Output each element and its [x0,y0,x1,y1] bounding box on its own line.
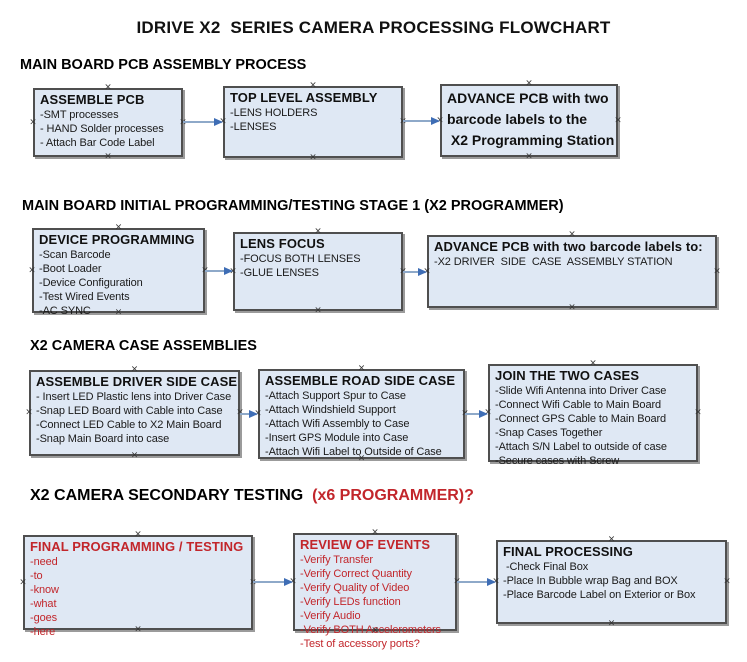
box-item: -Boot Loader [39,263,102,275]
box-item: -AC SYNC [39,305,91,317]
box-title: ADVANCE PCB with two barcode labels to: [434,239,703,254]
box-item: -Verify Correct Quantity [300,568,412,580]
box-item: -Attach Support Spur to Case [265,390,406,402]
box-title: TOP LEVEL ASSEMBLY [230,90,378,105]
flow-box: FINAL PROGRAMMING / TESTING -need -to -know… [23,535,253,638]
flow-box: TOP LEVEL ASSEMBLY -LENS HOLDERS -LENSES [223,86,403,158]
section-heading: X2 CAMERA SECONDARY TESTING (x6 PROGRAMM… [30,487,474,505]
connector-arrowhead-icon [224,266,233,275]
box-title: FINAL PROCESSING [503,544,633,559]
box-item: -Place Barcode Label on Exterior or Box [503,589,696,601]
box-item: -Verify BOTH Accelerometers [300,624,441,636]
box-item: -Connect GPS Cable to Main Board [495,413,667,425]
box-item: - HAND Solder processes [40,123,164,135]
flow-box: ADVANCE PCB with two barcode labels to th… [440,84,618,157]
box-item: - Attach Bar Code Label [40,137,155,149]
connector-arrowhead-icon [479,409,488,418]
connector-line [253,581,285,583]
box-item: -what [30,598,57,610]
section-heading: MAIN BOARD INITIAL PROGRAMMING/TESTING S… [22,198,564,214]
box-item: -Device Configuration [39,277,143,289]
flow-box: ASSEMBLE PCB -SMT processes - HAND Solder … [33,88,183,157]
box-item: -Slide Wifi Antenna into Driver Case [495,385,667,397]
flow-box: ASSEMBLE ROAD SIDE CASE -Attach Support S… [258,369,465,459]
box-item: -here [30,626,56,638]
box-item: -Verify Transfer [300,554,373,566]
connector-arrowhead-icon [418,267,427,276]
box-item: -LENS HOLDERS [230,107,318,119]
box-title: JOIN THE TWO CASES [495,368,640,383]
section-heading-part: MAIN BOARD PCB ASSEMBLY PROCESS [20,57,307,73]
box-item: -Snap Cases Together [495,427,603,439]
flow-box: LENS FOCUS -FOCUS BOTH LENSES -GLUE LENSES [233,232,403,311]
connector-line [240,413,250,415]
box-item: -to [30,570,43,582]
box-title: REVIEW OF EVENTS [300,537,431,552]
connector-line [403,271,419,273]
box-item: -Scan Barcode [39,249,111,261]
section-heading-part: X2 CAMERA SECONDARY TESTING [30,487,313,504]
connector-arrowhead-icon [214,117,223,126]
connector-arrowhead-icon [431,116,440,125]
connector-line [403,120,432,122]
box-title-line: barcode labels to the [447,111,588,127]
box-item: -LENSES [230,121,277,133]
section-heading: MAIN BOARD PCB ASSEMBLY PROCESS [20,57,306,73]
box-item: -goes [30,612,58,624]
box-item: -Connect LED Cable to X2 Main Board [36,419,222,431]
connector-arrowhead-icon [487,577,496,586]
box-item: -X2 DRIVER SIDE CASE ASSEMBLY STATION [434,256,673,268]
box-item: -need [30,556,58,568]
box-item: - Insert LED Plastic lens into Driver Ca… [36,391,232,403]
box-title: LENS FOCUS [240,236,325,251]
box-item: -Attach Windshield Support [265,404,396,416]
connector-arrowhead-icon [284,577,293,586]
connector-line [465,413,480,415]
box-item: -Check Final Box [503,561,589,573]
section-heading-part: (x6 PROGRAMMER)? [312,487,474,504]
box-item: -Attach Wifi Label to Outside of Case [265,446,442,458]
connector-line [183,121,215,123]
flow-box: ASSEMBLE DRIVER SIDE CASE - Insert LED Pl… [29,370,240,456]
box-item: -Verify Audio [300,610,361,622]
box-item: -Snap LED Board with Cable into Case [36,405,223,417]
box-title: ASSEMBLE DRIVER SIDE CASE [36,374,238,389]
box-item: -Test Wired Events [39,291,130,303]
box-item: -know [30,584,59,596]
box-title: ASSEMBLE ROAD SIDE CASE [265,373,456,388]
flow-box: DEVICE PROGRAMMING -Scan Barcode -Boot Loa… [32,228,205,317]
flow-box: JOIN THE TWO CASES -Slide Wifi Antenna in… [488,364,698,467]
flow-box: FINAL PROCESSING -Check Final Box -Place … [496,540,727,624]
box-item: -Secure cases with Screw [495,455,620,467]
connector-line [457,581,488,583]
box-title-line: ADVANCE PCB with two [447,90,609,106]
box-item: -Attach Wifi Assembly to Case [265,418,410,430]
box-item: -Connect Wifi Cable to Main Board [495,399,662,411]
flow-box: ADVANCE PCB with two barcode labels to: -… [427,235,717,308]
connector-arrowhead-icon [249,409,258,418]
box-item: -Verify Quality of Video [300,582,410,594]
section-heading-part: X2 CAMERA CASE ASSEMBLIES [30,338,257,354]
box-title: FINAL PROGRAMMING / TESTING [30,539,244,554]
flow-box: REVIEW OF EVENTS -Verify Transfer -Verify … [293,533,457,650]
box-item: -GLUE LENSES [240,267,319,279]
section-heading-part: MAIN BOARD INITIAL PROGRAMMING/TESTING S… [22,198,564,214]
box-title-line: X2 Programming Station [447,132,615,148]
box-item: -Snap Main Board into case [36,433,170,445]
box-item: -Insert GPS Module into Case [265,432,409,444]
box-item: -SMT processes [40,109,119,121]
box-title: DEVICE PROGRAMMING [39,232,195,247]
box-item: -Attach S/N Label to outside of case [495,441,667,453]
box-item: -Test of accessory ports? [300,638,420,650]
section-heading: X2 CAMERA CASE ASSEMBLIES [30,338,257,354]
box-item: -FOCUS BOTH LENSES [240,253,361,265]
connector-line [205,270,225,272]
box-item: -Place In Bubble wrap Bag and BOX [503,575,678,587]
box-item: -Verify LEDs function [300,596,401,608]
box-title: ASSEMBLE PCB [40,92,145,107]
page-title: IDRIVE X2 SERIES CAMERA PROCESSING FLOWC… [136,18,611,37]
